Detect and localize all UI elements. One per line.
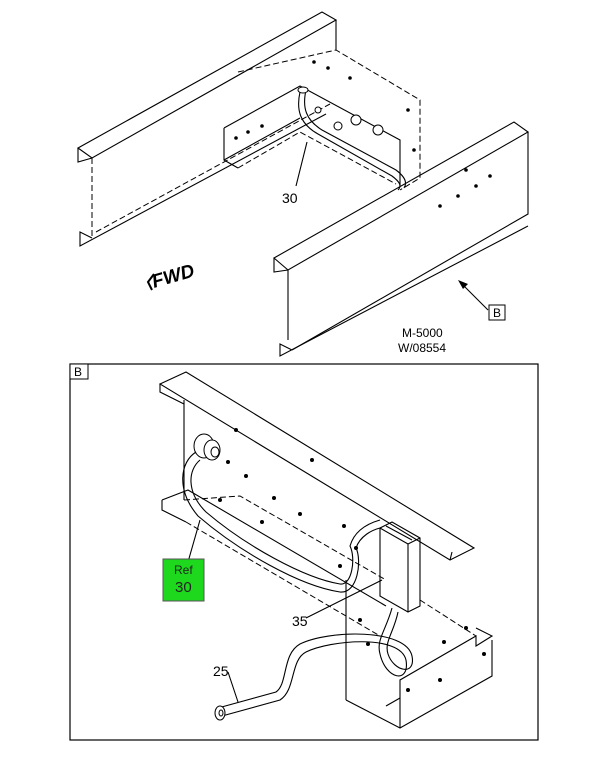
detail-frame [69,363,539,741]
view-ref-box-label: B [493,306,501,320]
callout-30: 30 [282,190,298,206]
callout-35: 35 [292,613,308,629]
forward-arrow-icon [146,273,155,291]
ref-label: Ref [174,563,193,577]
callout-25: 25 [213,663,229,679]
view-arrow-icon [458,280,489,311]
model-code: M-5000 [402,326,443,340]
detail-label-box [69,363,89,380]
fwd-label: FWD [150,261,198,293]
detail-label: B [74,365,82,379]
ref-number: 30 [175,579,192,596]
view-ref-box [488,304,506,321]
wiring-harness [182,433,421,721]
drawing-number: W/08554 [398,341,446,355]
top-frame-assembly [76,11,530,357]
ref-30-box [162,558,205,602]
detail-frame-assembly [158,371,494,729]
